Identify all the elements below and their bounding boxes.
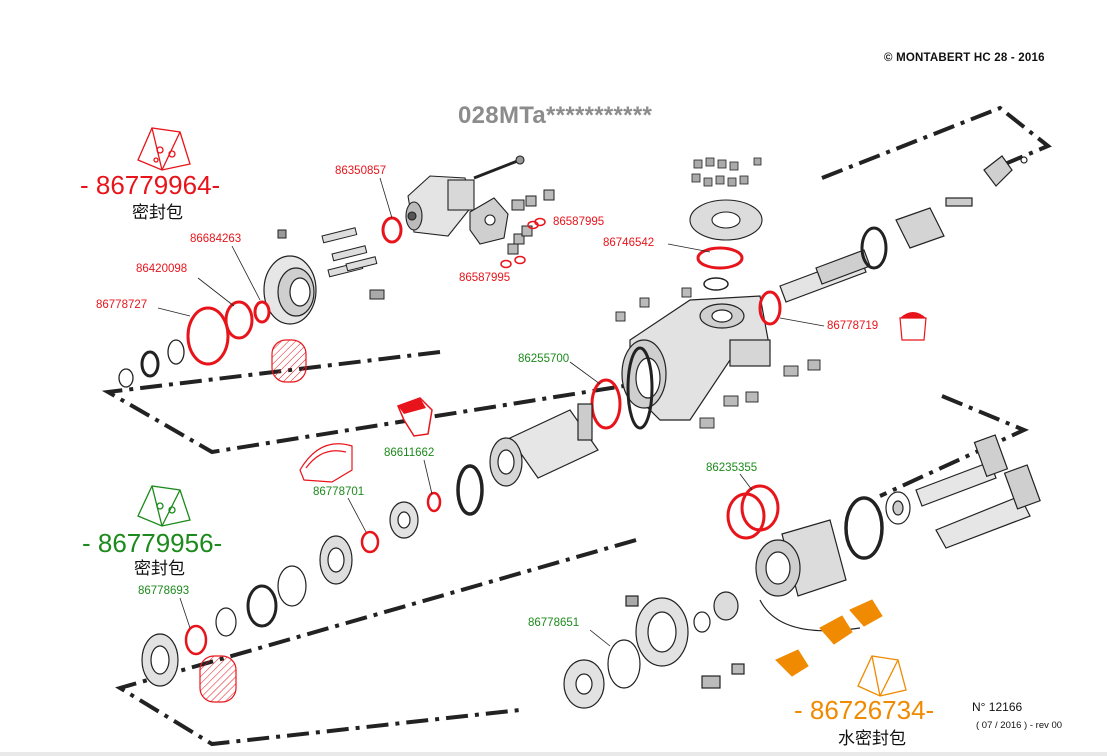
part-number-label: 86255700 <box>518 353 570 365</box>
part-number-label: 86684263 <box>190 233 242 245</box>
document-number: N° 12166 <box>972 700 1023 714</box>
bearing-ring <box>456 464 484 516</box>
o-ring-86611662 <box>426 491 442 513</box>
mounting-bolts <box>277 227 385 300</box>
drive-shaft <box>779 155 1028 303</box>
copyright-text: © MONTABERT HC 28 - 2016 <box>884 52 1045 64</box>
part-number-label: 86746542 <box>603 237 655 249</box>
piston-cylinder <box>489 403 599 487</box>
seal-red-cap-icon <box>899 312 927 341</box>
water-seal-icons-orange <box>775 599 883 677</box>
red-seal-piece <box>396 397 433 437</box>
small-seal <box>703 277 729 291</box>
seal-cross-section-bottom <box>199 655 237 703</box>
o-ring-86235355-b <box>726 492 766 540</box>
bottom-border <box>0 752 1107 756</box>
kit-label-orange: 水密封包 <box>838 729 906 749</box>
head-cap-bolts <box>691 157 762 187</box>
part-number-label: 86420098 <box>136 263 188 275</box>
part-number-label: 86587995 <box>553 216 605 228</box>
part-number-label: 86778693 <box>138 585 190 597</box>
part-number-label: 86587995 <box>459 272 511 284</box>
part-number-label: 86778727 <box>96 299 148 311</box>
main-housing <box>621 295 771 421</box>
o-ring-cap <box>696 246 744 270</box>
kit-label-red: 密封包 <box>132 203 183 223</box>
cap-plate <box>689 199 763 241</box>
kit-number-red: - 86779964- <box>80 170 221 200</box>
seal-kit-box-icon-red <box>137 127 191 171</box>
part-number-label: 86350857 <box>335 165 387 177</box>
o-ring-86778693 <box>184 624 208 656</box>
document-revision: ( 07 / 2016 ) - rev 00 <box>976 720 1063 731</box>
water-seal-housing <box>755 491 911 597</box>
kit-number-orange: - 86726734- <box>794 695 935 725</box>
tool-shanks <box>915 434 1041 549</box>
hydraulic-motor <box>405 155 525 237</box>
valve-block <box>469 197 509 245</box>
part-number-label: 86778719 <box>827 320 879 332</box>
part-number-label: 86778701 <box>313 486 365 498</box>
o-ring-86778719 <box>758 290 782 326</box>
part-number-label: 86611662 <box>384 447 435 459</box>
red-seal-profile <box>299 443 353 483</box>
o-ring-86778701 <box>360 530 380 554</box>
bottom-bearing-stack <box>141 501 419 687</box>
housing-fittings <box>615 287 821 429</box>
kit-number-green: - 86779956- <box>82 528 223 558</box>
model-code-title: 028MTa*********** <box>458 102 653 129</box>
kit-label-green: 密封包 <box>134 559 185 579</box>
lower-front-parts <box>563 591 745 709</box>
seal-kit-box-icon-orange <box>857 655 907 697</box>
flange <box>263 255 317 325</box>
part-number-label: 86778651 <box>528 617 580 629</box>
small-fittings <box>507 189 555 255</box>
part-number-label: 86235355 <box>706 462 758 474</box>
seal-cross-section-top <box>271 339 307 383</box>
seal-kit-box-icon-green <box>137 485 191 527</box>
washer-rings <box>118 339 185 388</box>
housing-seal-ring <box>626 346 654 430</box>
leader-lines <box>157 177 825 647</box>
